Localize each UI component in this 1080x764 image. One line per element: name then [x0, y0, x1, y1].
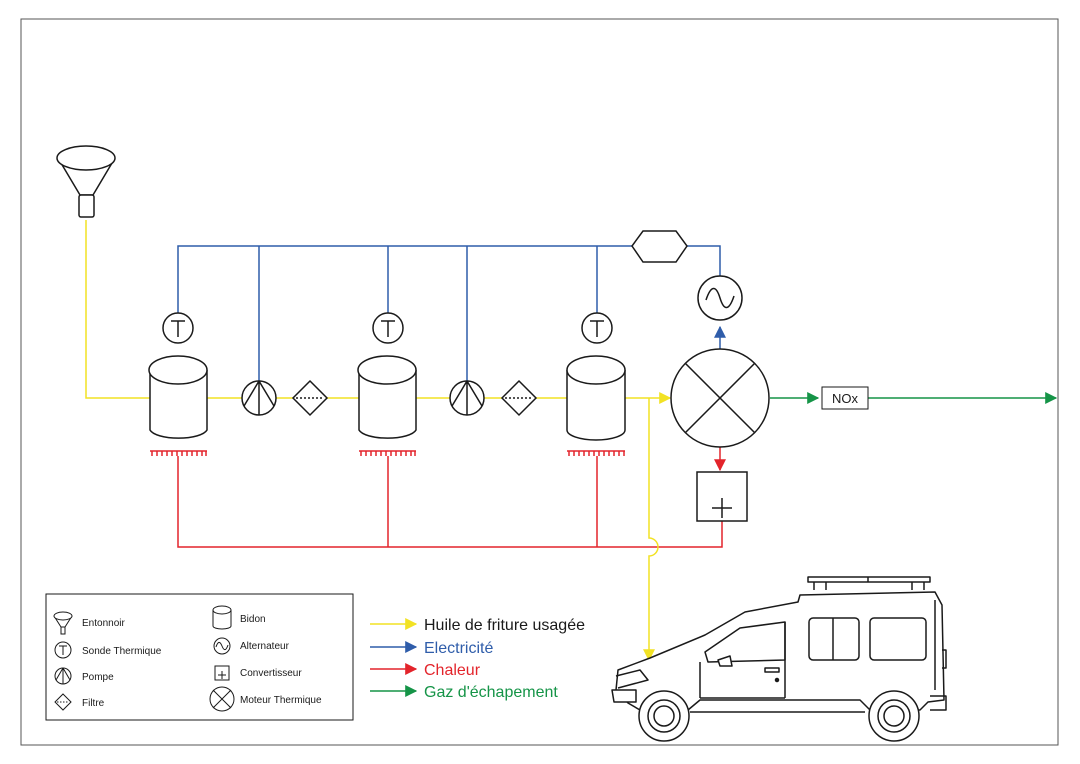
temperature-probe-icon — [581, 312, 613, 344]
nox-tag: NOx — [821, 386, 869, 410]
temperature-probe-icon — [162, 312, 194, 344]
legend-label-alternateur: Alternateur — [240, 641, 290, 652]
legend-label-convertisseur: Convertisseur — [240, 668, 302, 679]
diagram-frame — [20, 18, 1059, 746]
nox-label: NOx — [832, 391, 859, 406]
van-illustration — [611, 576, 947, 742]
filter-icon — [291, 379, 329, 417]
alternator-icon — [213, 637, 231, 655]
engine-icon — [670, 348, 770, 448]
funnel-icon — [53, 611, 73, 635]
electricity-network — [177, 245, 726, 382]
canister-2 — [357, 355, 417, 439]
flow-label-electricity: Electricité — [424, 640, 493, 657]
legend-label-sonde-thermique: Sonde Thermique — [82, 646, 162, 657]
legend-label-bidon: Bidon — [240, 614, 266, 625]
legend-label-filtre: Filtre — [82, 698, 105, 709]
heating-element-2 — [359, 450, 416, 456]
alternator-icon — [697, 275, 743, 321]
converter-icon — [696, 471, 748, 522]
battery-icon — [631, 230, 688, 263]
canister-3 — [566, 355, 626, 441]
filter-icon — [54, 693, 72, 711]
pump-icon — [449, 380, 485, 416]
heat-network — [177, 446, 726, 548]
temperature-probe-icon — [372, 312, 404, 344]
symbol-legend-box — [45, 593, 354, 721]
legend-label-pompe: Pompe — [82, 672, 114, 683]
funnel-icon — [56, 145, 116, 218]
canister-icon — [212, 605, 232, 630]
flow-label-oil: Huile de friture usagée — [424, 617, 585, 634]
oil-network — [85, 220, 672, 662]
flow-label-exhaust: Gaz d'échapement — [424, 684, 558, 701]
filter-icon — [500, 379, 538, 417]
legend-label-moteur-thermique: Moteur Thermique — [240, 695, 322, 706]
canister-1 — [148, 355, 208, 439]
flow-legend: Huile de friture usagée Electricité Chal… — [370, 617, 585, 701]
temperature-probe-icon — [54, 641, 72, 659]
flow-label-heat: Chaleur — [424, 662, 481, 679]
pump-icon — [54, 667, 72, 685]
heating-element-1 — [150, 450, 207, 456]
engine-icon — [209, 686, 235, 712]
legend-label-entonnoir: Entonnoir — [82, 618, 125, 629]
converter-icon — [214, 665, 230, 681]
pump-icon — [241, 380, 277, 416]
heating-element-3 — [567, 450, 625, 456]
